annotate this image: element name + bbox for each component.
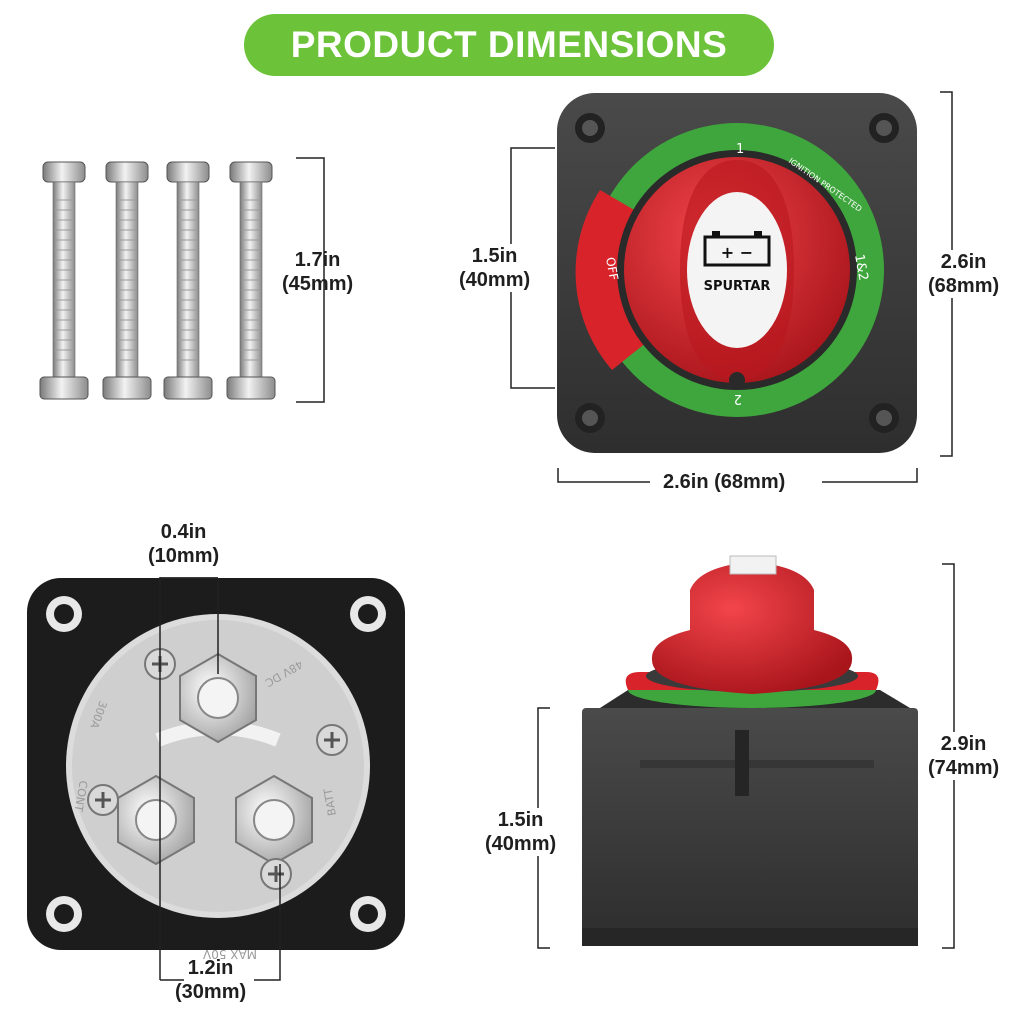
terminal-left — [117, 774, 195, 866]
mounting-screws — [39, 161, 276, 400]
housing-height-imperial: 1.5in — [497, 809, 544, 831]
banner-title: PRODUCT DIMENSIONS — [290, 24, 728, 65]
base-width-text: 2.6in (68mm) — [663, 471, 786, 493]
total-height-metric: (74mm) — [928, 757, 1000, 779]
switch-top-view: + − SPURTAR 1 IGNITION PROTECTED 1&2 2 O… — [557, 93, 917, 453]
terminal-spacing-bracket — [160, 864, 281, 981]
total-height-imperial: 2.9in — [940, 733, 987, 755]
terminal-spacing-metric: (30mm) — [175, 981, 247, 1003]
position-both-label: 1&2 — [851, 253, 870, 282]
position-1-label: 1 — [736, 142, 744, 157]
brand-name: SPURTAR — [704, 279, 771, 294]
screw-length-metric: (45mm) — [282, 273, 354, 295]
housing-height-label: 1.5in (40mm) — [485, 808, 557, 856]
dial-height-label: 1.5in (40mm) — [459, 244, 531, 292]
back-text-cont: CONT — [72, 779, 90, 812]
back-text-batt: BATT — [321, 787, 339, 817]
position-off-label: OFF — [603, 256, 621, 281]
switch-side-view — [582, 555, 918, 946]
back-text-max: MAX 50V — [202, 947, 257, 961]
base-height-label: 2.6in (68mm) — [928, 250, 1000, 298]
dial-height-imperial: 1.5in — [471, 245, 518, 267]
total-height-label: 2.9in (74mm) — [928, 732, 1000, 780]
terminal-spacing-imperial: 1.2in — [187, 957, 234, 979]
base-height-metric: (68mm) — [928, 275, 1000, 297]
terminal-spacing-label: 1.2in (30mm) — [175, 956, 246, 1004]
terminal-width-imperial: 0.4in — [160, 521, 207, 543]
product-dimensions-banner: PRODUCT DIMENSIONS — [244, 14, 774, 76]
base-width-bracket — [557, 468, 918, 483]
terminal-top — [179, 652, 257, 744]
terminal-width-metric: (10mm) — [148, 545, 220, 567]
base-height-imperial: 2.6in — [940, 251, 987, 273]
screw-length-label: 1.7in (45mm) — [282, 248, 353, 296]
switch-back-view: MAX 50V 48V DC 300A CONT BATT — [27, 578, 405, 961]
battery-symbol: + − — [721, 243, 753, 262]
dial-height-metric: (40mm) — [459, 269, 531, 291]
terminal-width-label: 0.4in (10mm) — [148, 520, 219, 568]
screw-length-imperial: 1.7in — [294, 249, 341, 271]
position-2-label: 2 — [734, 391, 742, 406]
screw-length-bracket — [296, 157, 325, 403]
housing-height-metric: (40mm) — [485, 833, 557, 855]
base-width-label: 2.6in (68mm) — [663, 470, 785, 494]
